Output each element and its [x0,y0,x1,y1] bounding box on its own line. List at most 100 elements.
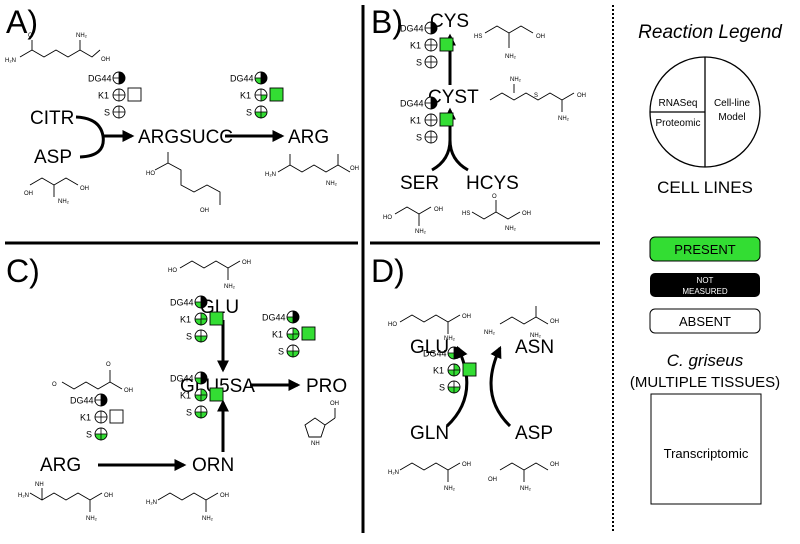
legend-species: C. griseus [667,351,744,370]
quadrant [431,103,437,109]
legend-cell-lines: CELL LINES [657,178,753,197]
cell-line-label: DG44 [400,99,424,109]
metabolite-argsucc: ARGSUCC [138,127,233,148]
svg-text:NH₂: NH₂ [505,54,517,60]
quadrant [431,56,437,62]
cell-line-label: K1 [180,391,191,401]
cell-line-label: S [104,108,110,118]
evidence-row: K1 [180,387,224,402]
quadrant [201,395,207,401]
svg-text:O: O [492,194,497,200]
quadrant [431,97,437,103]
quadrant [119,72,125,78]
svg-text:NH₂: NH₂ [444,486,456,492]
quadrant [195,302,201,308]
evidence-row: K1 [98,87,142,102]
molecule-asn-structure: NH₂ NH₂ OH [484,306,559,339]
evidence-row: S [439,380,461,394]
svg-text:NH: NH [35,482,44,488]
cell-line-label: K1 [410,41,421,51]
quadrant [287,328,293,334]
molecule-arg-c-structure: H₂N NH NH₂ OH [18,482,113,522]
metabolite-pro: PRO [306,376,347,397]
quadrant [101,428,107,434]
evidence-row: S [186,405,208,419]
svg-text:OH: OH [488,477,497,483]
quadrant [448,370,454,376]
quadrant [101,417,107,423]
molecule-ser-structure: HO NH₂ OH [383,206,443,235]
svg-text:OH: OH [101,57,110,63]
svg-text:NH₂: NH₂ [484,330,496,336]
evidence-row: DG44 [262,310,300,324]
quadrant [425,114,431,120]
evidence-glyphs: DG44K1SDG44K1SDG44K1SDG44K1SDG44K1SDG44K… [70,21,477,441]
quadrant [195,330,201,336]
status-square [109,409,124,424]
quadrant [195,406,201,412]
quadrant [95,417,101,423]
evidence-row: DG44 [230,71,268,85]
svg-text:NH₂: NH₂ [202,516,214,522]
quadrant [195,336,201,342]
quadrant [287,311,293,317]
legend-tissues: (MULTIPLE TISSUES) [630,374,780,391]
quadrant [448,387,454,393]
quadrant [119,106,125,112]
evidence-row: S [104,105,126,119]
svg-text:NH₂: NH₂ [520,486,532,492]
svg-text:O: O [106,362,111,368]
quadrant [425,137,431,143]
quadrant [101,411,107,417]
quadrant [101,394,107,400]
status-square [439,112,454,127]
quadrant [287,334,293,340]
quadrant [431,45,437,51]
quadrant [261,106,267,112]
svg-text:OH: OH [522,211,531,217]
cell-line-label: S [439,383,445,393]
svg-text:O: O [52,382,57,388]
quadrant [95,428,101,434]
quadrant [287,351,293,357]
quadrant [287,317,293,323]
cell-line-label: S [278,347,284,357]
molecule-glu-c-structure: HO NH₂ OH [168,260,251,290]
quadrant [255,89,261,95]
svg-text:O: O [28,33,33,39]
legend-not-measured-swatch [650,273,760,297]
molecule-pro-structure: OH NH [304,401,339,447]
molecule-cys-structure: HS NH₂ OH [474,25,545,60]
svg-text:OH: OH [330,401,339,407]
svg-text:NH₂: NH₂ [224,284,236,290]
quadrant [195,319,201,325]
cell-line-label: K1 [240,91,251,101]
evidence-row: K1 [410,37,454,52]
svg-text:H₂N: H₂N [18,493,29,499]
quadrant [293,345,299,351]
quadrant [431,62,437,68]
quadrant [195,412,201,418]
quadrant [95,434,101,440]
svg-text:HO: HO [383,215,392,221]
molecule-asp-a-structure: OH NH₂ OH [24,177,89,205]
legend-transcriptomic-box [650,393,762,505]
cell-line-label: DG44 [170,374,194,384]
metabolite-asp-a: ASP [34,147,72,168]
evidence-row: S [246,105,268,119]
quadrant [113,112,119,118]
status-square [209,311,224,326]
quadrant [448,364,454,370]
cell-line-label: K1 [98,91,109,101]
quadrant [113,106,119,112]
metabolite-orn: ORN [192,455,234,476]
evidence-row: K1 [240,87,284,102]
molecule-arg-a-structure: H₂N NH₂ OH [265,154,359,187]
cell-line-label: S [246,108,252,118]
svg-text:HO: HO [168,268,177,274]
quadrant [425,22,431,28]
evidence-row: K1 [410,112,454,127]
